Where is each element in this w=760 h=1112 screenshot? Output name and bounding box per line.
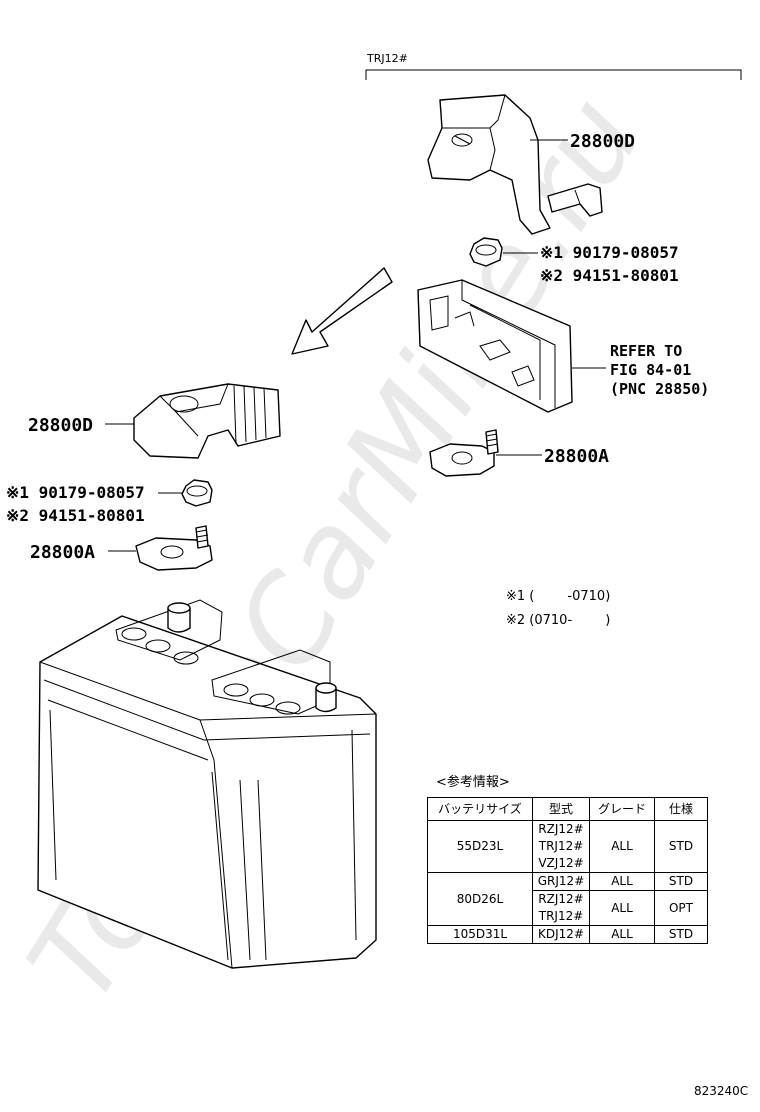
fuse-block[interactable] <box>417 279 573 413</box>
cell-size: 55D23L <box>427 820 533 873</box>
figure-number: 823240C <box>694 1084 749 1098</box>
callout-upper-nut-1: ※1 90179-08057 <box>540 243 679 262</box>
cell-grade: ALL <box>589 872 655 891</box>
callout-upper-nut-2: ※2 94151-80801 <box>540 266 679 285</box>
callout-left-terminal: 28800A <box>30 542 95 563</box>
callout-upper-terminal: 28800A <box>544 446 609 467</box>
left-terminal-cover[interactable] <box>133 383 281 459</box>
upper-terminal-cover[interactable] <box>427 94 603 235</box>
battery[interactable] <box>37 599 377 969</box>
callout-refer-line3: (PNC 28850) <box>610 380 709 398</box>
cell-size: 80D26L <box>427 872 533 926</box>
left-battery-terminal[interactable] <box>135 525 213 571</box>
cell-spec: STD <box>654 925 708 944</box>
callout-refer-line1: REFER TO <box>610 342 682 360</box>
table-caption: <参考情報> <box>436 775 510 790</box>
header-grade: グレード <box>589 797 655 821</box>
variant-label: TRJ12# <box>367 52 408 65</box>
table-header-row: バッテリサイズ 型式 グレード 仕様 <box>427 797 708 821</box>
header-model: 型式 <box>532 797 590 821</box>
note-2: ※2 (0710- ) <box>506 613 610 628</box>
battery-spec-table: バッテリサイズ 型式 グレード 仕様 55D23L RZJ12# TRJ12# … <box>427 797 708 944</box>
table-row: 80D26L GRJ12# ALL STD <box>427 872 708 926</box>
cell-grade: ALL <box>589 890 655 926</box>
cell-models: RZJ12# TRJ12# VZJ12# <box>532 820 590 873</box>
cell-spec: OPT <box>654 890 708 926</box>
callout-left-nut-1: ※1 90179-08057 <box>6 483 145 502</box>
left-nut[interactable] <box>181 479 213 507</box>
table-row: 105D31L KDJ12# ALL STD <box>427 925 708 944</box>
header-spec: 仕様 <box>654 797 708 821</box>
table-row: 55D23L RZJ12# TRJ12# VZJ12# ALL STD <box>427 820 708 873</box>
cell-grade: ALL <box>589 925 655 944</box>
note-1: ※1 ( -0710) <box>506 589 610 604</box>
callout-upper-cover: 28800D <box>570 131 635 152</box>
cell-size: 105D31L <box>427 925 533 944</box>
upper-battery-terminal[interactable] <box>429 429 499 477</box>
callout-left-cover: 28800D <box>28 415 93 436</box>
direction-arrow-icon <box>291 267 393 355</box>
table-row: RZJ12# TRJ12# ALL OPT <box>428 890 708 926</box>
upper-nut[interactable] <box>469 237 503 267</box>
cell-spec: STD <box>654 872 708 891</box>
header-battery-size: バッテリサイズ <box>427 797 533 821</box>
callout-refer-line2: FIG 84-01 <box>610 361 691 379</box>
cell-spec: STD <box>654 820 708 873</box>
cell-models: GRJ12# <box>532 872 590 891</box>
callout-left-nut-2: ※2 94151-80801 <box>6 506 145 525</box>
cell-models: KDJ12# <box>532 925 590 944</box>
cell-grade: ALL <box>589 820 655 873</box>
cell-models: RZJ12# TRJ12# <box>532 890 590 926</box>
variant-bracket <box>365 69 742 80</box>
